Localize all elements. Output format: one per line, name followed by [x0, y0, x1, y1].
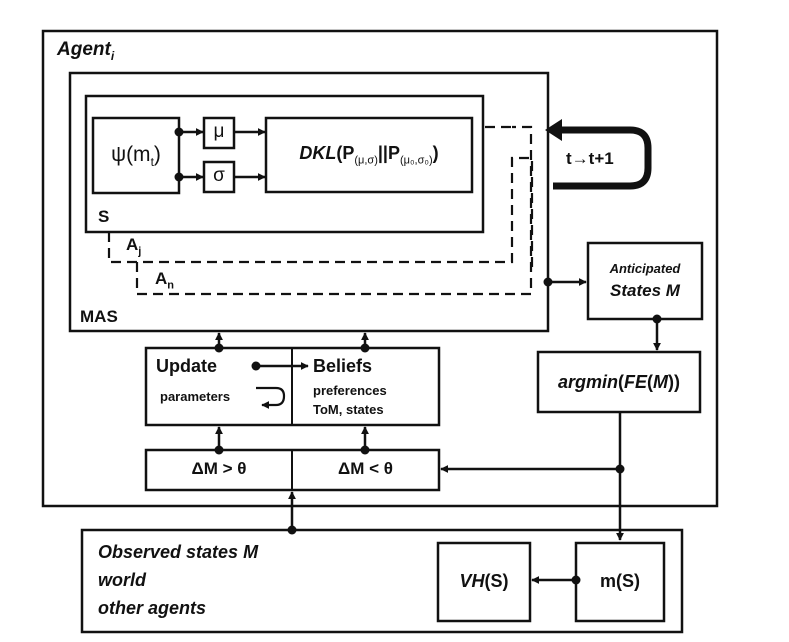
psi-main: ψ(m — [111, 143, 151, 166]
aj-sub: j — [138, 245, 142, 258]
loop-label: t→t+1 — [566, 149, 614, 168]
dkl-sep: ||P — [377, 143, 400, 163]
vh-name: VH — [459, 571, 485, 591]
dkl-box — [264, 116, 474, 194]
world-line3: other agents — [98, 598, 207, 618]
anticipated-line1: Anticipated — [609, 261, 681, 276]
an-label: An — [155, 270, 174, 291]
dkl-label: DKL(P(μ,σ)||P(μ₀,σ₀)) — [266, 144, 472, 167]
argmin-arg-fn: FE — [624, 372, 648, 392]
beliefs-line1: preferences — [313, 383, 387, 398]
vh-label: VH(S) — [438, 572, 530, 590]
vh-arg: (S) — [484, 571, 509, 591]
psi-close: ) — [153, 143, 161, 166]
anticipated-box — [586, 241, 704, 321]
psi-box — [91, 116, 181, 195]
argmin-arg-open: ( — [647, 372, 654, 392]
threshold-less: ΔM < θ — [338, 459, 393, 478]
agent-title-text: Agent — [57, 39, 111, 60]
dkl-sub2: (μ₀,σ₀) — [399, 154, 433, 167]
s-label: S — [98, 207, 110, 226]
threshold-greater: ΔM > θ — [191, 459, 247, 478]
mas-box — [68, 71, 550, 333]
ms-label: m(S) — [600, 571, 640, 591]
time-loop-arrow — [553, 126, 652, 190]
argmin-arg: M — [653, 372, 669, 392]
dashed-aj-outline — [107, 156, 534, 270]
dkl-open: (P — [336, 143, 355, 163]
update-title: Update — [156, 356, 218, 376]
dkl-close: ) — [432, 143, 439, 163]
argmin-label: argmin(FE(M)) — [538, 373, 700, 391]
vh-box — [436, 541, 532, 623]
beliefs-line2: ToM, states — [313, 402, 384, 417]
psi-label: ψ(mt) — [93, 144, 179, 168]
parameters-loop-arrow — [256, 386, 286, 409]
psi-sub: t — [150, 155, 154, 170]
an-main: A — [155, 269, 168, 288]
beliefs-title: Beliefs — [313, 356, 373, 376]
mas-label: MAS — [80, 307, 118, 326]
argmin-close: )) — [668, 372, 681, 392]
dashed-an-frame — [135, 125, 533, 296]
dkl-name: DKL — [299, 143, 337, 163]
dkl-sub1: (μ,σ) — [354, 154, 378, 167]
sigma-label: σ — [213, 165, 225, 186]
argmin-open: ( — [618, 372, 624, 392]
aj-label: Aj — [126, 236, 141, 257]
time-loop-arrowhead — [545, 119, 562, 141]
agent-title: Agenti — [57, 40, 114, 62]
anticipated-line2: States M — [610, 281, 680, 300]
world-box — [80, 528, 684, 634]
world-line2: world — [98, 570, 146, 590]
update-sub: parameters — [160, 389, 231, 404]
aj-main: A — [126, 235, 139, 254]
world-line1: Observed states M — [98, 542, 259, 562]
mu-label: μ — [213, 121, 225, 142]
agent-title-subscript: i — [110, 48, 115, 63]
agent-box — [41, 29, 719, 508]
s-box — [84, 94, 485, 234]
argmin-fn: argmin — [557, 372, 618, 392]
an-sub: n — [167, 279, 175, 292]
